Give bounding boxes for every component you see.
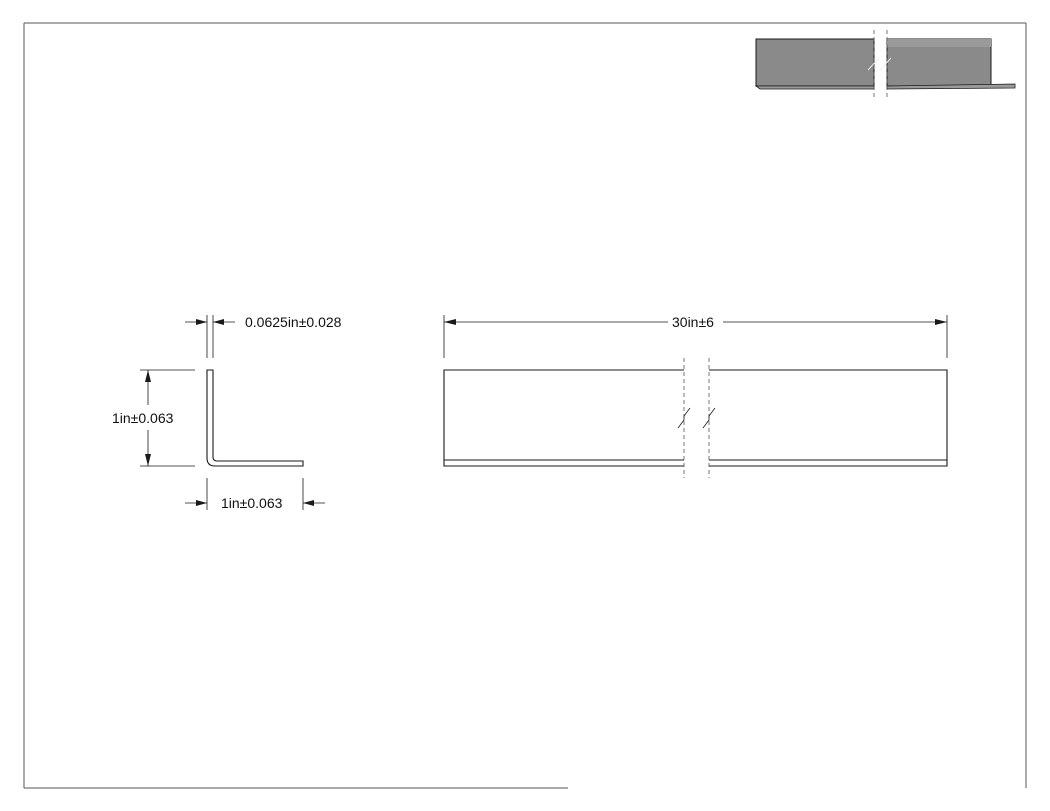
length-dimension: 30in±6 — [443, 314, 948, 358]
isometric-preview — [754, 30, 1016, 100]
leg-height-dimension: 1in±0.063 — [112, 369, 195, 467]
leg-width-label: 1in±0.063 — [221, 495, 283, 511]
length-label: 30in±6 — [672, 314, 714, 330]
leg-height-label: 1in±0.063 — [112, 410, 174, 426]
thickness-label: 0.0625in±0.028 — [245, 314, 342, 330]
front-view — [443, 358, 948, 478]
sheet-border — [23, 22, 1027, 789]
leg-width-dimension: 1in±0.063 — [185, 478, 325, 511]
thickness-dimension: 0.0625in±0.028 — [185, 314, 342, 358]
angle-profile — [206, 369, 304, 467]
